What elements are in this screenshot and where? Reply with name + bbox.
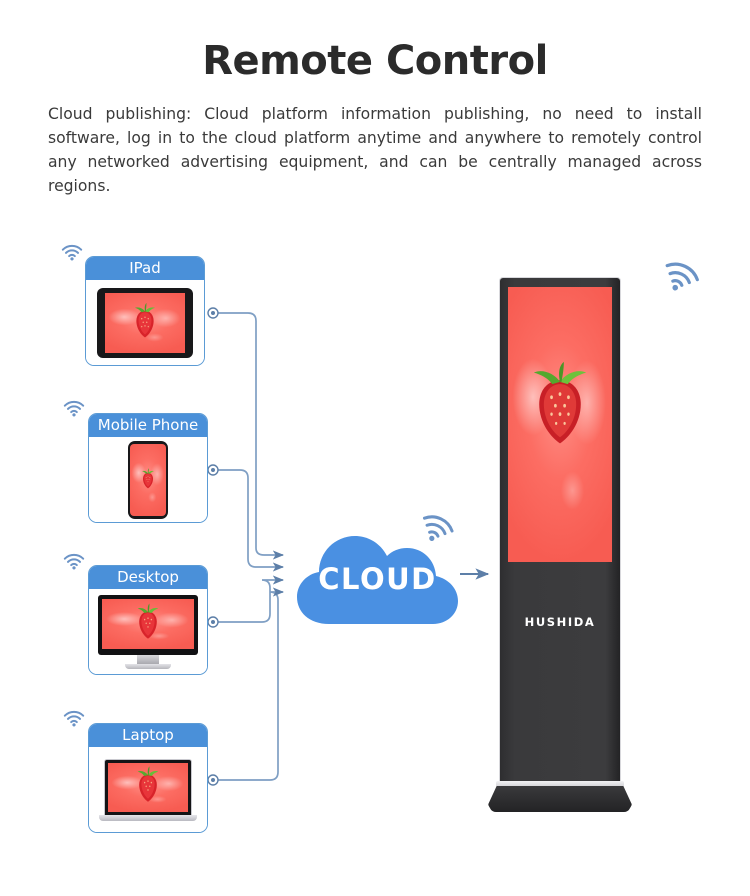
wifi-signal-icon <box>658 246 708 296</box>
device-card-body <box>89 747 207 832</box>
cloud-shape-icon <box>297 536 458 624</box>
monitor-stand-base <box>125 663 171 669</box>
laptop-base <box>99 814 197 821</box>
page-title: Remote Control <box>202 38 548 84</box>
device-card-body <box>89 437 207 522</box>
laptop-screen <box>108 762 188 812</box>
kiosk-brand-label: HUSHIDA <box>524 615 596 629</box>
device-card-laptop[interactable]: Laptop <box>88 723 208 833</box>
device-card-body <box>89 589 207 674</box>
monitor-icon <box>98 594 198 669</box>
wifi-signal-icon <box>60 391 88 419</box>
connector-dot-group <box>207 307 219 786</box>
page-description: Cloud publishing: Cloud platform informa… <box>48 105 702 196</box>
kiosk-base <box>488 786 632 812</box>
monitor-screen <box>102 598 194 649</box>
device-card-label: IPad <box>86 257 204 280</box>
device-card-desktop[interactable]: Desktop <box>88 565 208 675</box>
kiosk-screen <box>508 287 612 562</box>
tablet-screen <box>105 292 185 353</box>
wifi-signal-icon <box>60 544 88 572</box>
monitor-stand-neck <box>137 654 159 664</box>
wifi-signal-icon <box>416 500 462 546</box>
device-card-label: Mobile Phone <box>89 414 207 437</box>
tablet-icon <box>97 287 193 358</box>
device-card-ipad[interactable]: IPad <box>85 256 205 366</box>
cloud-node[interactable]: CLOUD <box>295 524 460 634</box>
cloud-label: CLOUD <box>318 562 437 596</box>
device-card-body <box>86 280 204 365</box>
kiosk-base-plate <box>496 781 624 787</box>
diagram-stage: IPad <box>0 228 750 896</box>
laptop-icon <box>99 758 197 821</box>
device-card-mobile-phone[interactable]: Mobile Phone <box>88 413 208 523</box>
wifi-signal-icon <box>60 701 88 729</box>
device-card-label: Desktop <box>89 566 207 589</box>
device-card-label: Laptop <box>89 724 207 747</box>
phone-icon <box>128 440 168 519</box>
digital-signage-kiosk[interactable]: HUSHIDA <box>488 278 632 826</box>
wifi-signal-icon <box>58 235 86 263</box>
phone-screen <box>130 443 166 516</box>
